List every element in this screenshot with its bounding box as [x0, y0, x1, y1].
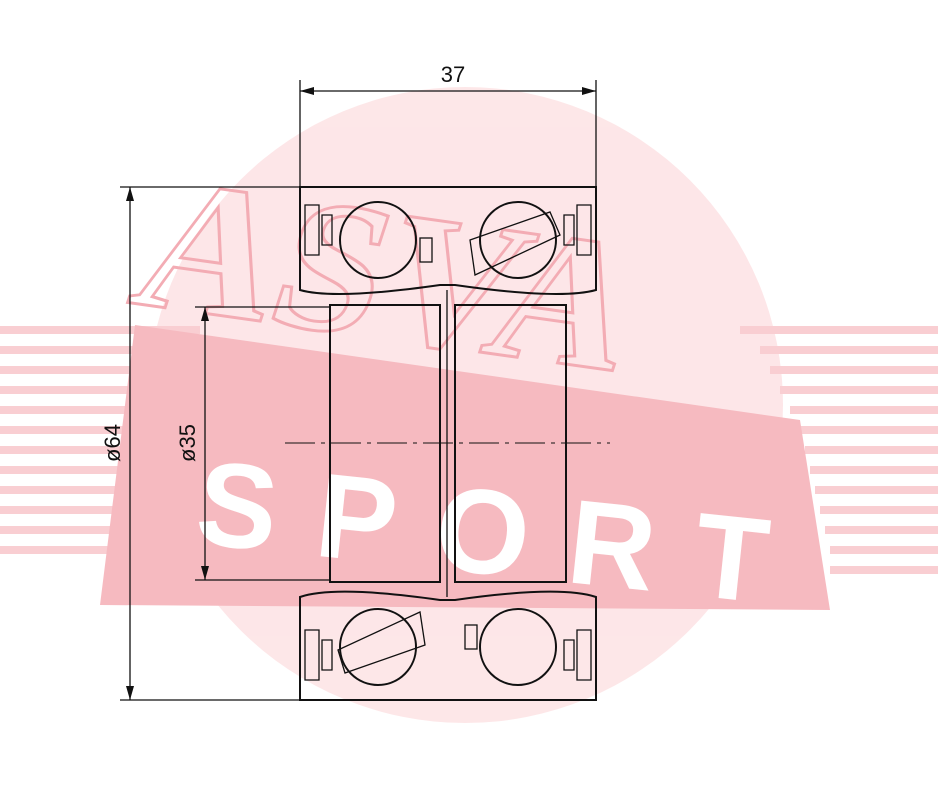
inner-diameter-label: ø35: [175, 424, 200, 462]
inner-diameter-dimension: ø35: [175, 306, 330, 581]
outer-diameter-dimension: ø64: [100, 186, 300, 701]
seals: [304, 204, 592, 681]
bearing-section: [285, 186, 610, 701]
asva-sport-watermark: ASVA SPORT: [0, 87, 938, 723]
width-dimension: 37: [299, 62, 597, 190]
outer-diameter-label: ø64: [100, 424, 125, 462]
watermark-stripes: [0, 326, 938, 574]
ball-elements: [339, 201, 557, 686]
width-label: 37: [441, 62, 465, 87]
cages: [337, 211, 561, 674]
